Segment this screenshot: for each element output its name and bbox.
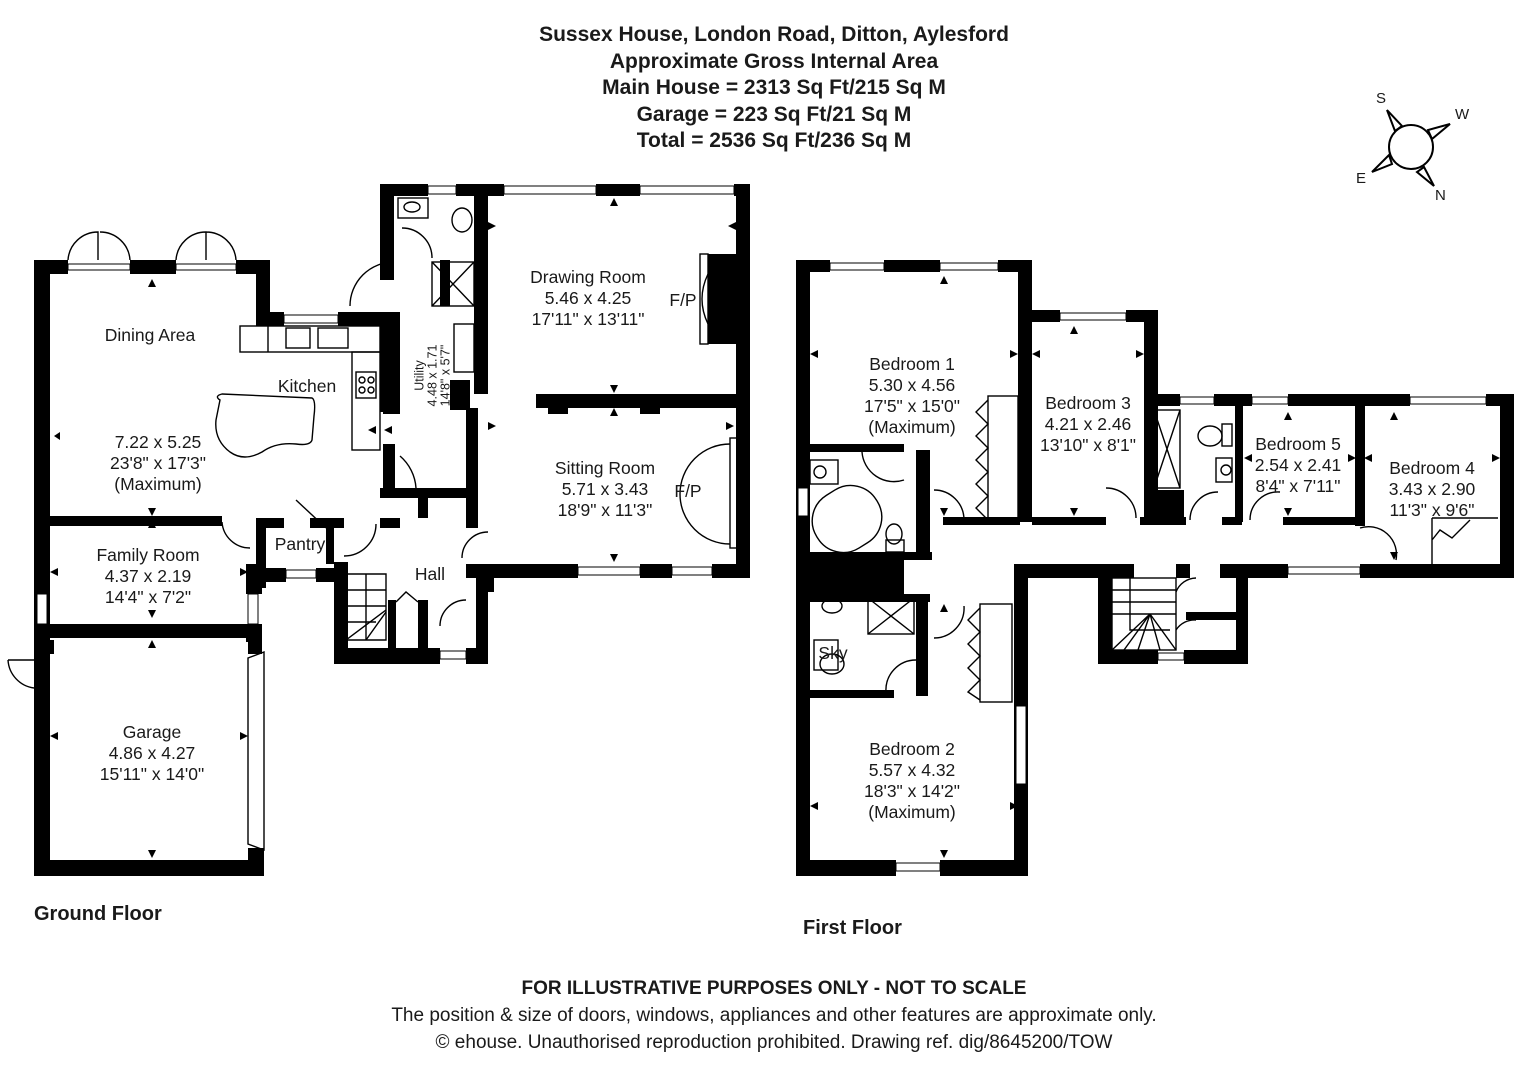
- room-imperial: 14'8" x 5'7": [438, 344, 453, 407]
- room-kitchen-dims: 7.22 x 5.25 23'8" x 17'3" (Maximum): [110, 432, 206, 495]
- copyright-note: © ehouse. Unauthorised reproduction proh…: [435, 1032, 1113, 1053]
- room-metric: 5.57 x 4.32: [868, 760, 956, 780]
- room-name: Bedroom 3: [1045, 393, 1131, 413]
- room-pantry: Pantry: [274, 534, 326, 554]
- room-name: Sitting Room: [554, 458, 656, 478]
- sitting-fireplace-label: F/P: [674, 481, 702, 501]
- ground-floor-label: Ground Floor: [34, 903, 162, 925]
- room-family-room: Family Room 4.37 x 2.19 14'4" x 7'2": [96, 545, 199, 608]
- compass-e-label: E: [1356, 170, 1367, 187]
- compass-s-label: S: [1376, 90, 1387, 107]
- room-imperial: 17'11" x 13'11": [531, 309, 645, 329]
- room-sitting-room: Sitting Room 5.71 x 3.43 18'9" x 11'3": [555, 458, 655, 521]
- room-bedroom-4: Bedroom 4 3.43 x 2.90 11'3" x 9'6": [1389, 458, 1476, 521]
- room-name: Bedroom 4: [1389, 458, 1475, 478]
- room-metric: 7.22 x 5.25: [114, 432, 202, 452]
- room-name: Bedroom 2: [869, 739, 955, 759]
- room-note: (Maximum): [868, 417, 956, 437]
- room-bedroom-1: Bedroom 1 5.30 x 4.56 17'5" x 15'0" (Max…: [864, 354, 960, 438]
- room-imperial: 17'5" x 15'0": [864, 396, 960, 416]
- room-imperial: 13'10" x 8'1": [1040, 435, 1136, 455]
- room-name: Family Room: [96, 545, 200, 565]
- room-bedroom-5: Bedroom 5 2.54 x 2.41 8'4" x 7'11": [1255, 434, 1342, 497]
- area-subtitle: Approximate Gross Internal Area: [609, 49, 939, 73]
- room-metric: 3.43 x 2.90: [1388, 479, 1476, 499]
- first-floor-label: First Floor: [803, 917, 902, 939]
- room-kitchen-name: Kitchen: [278, 376, 336, 397]
- room-note: (Maximum): [114, 474, 202, 494]
- room-imperial: 15'11" x 14'0": [99, 764, 205, 784]
- room-metric: 2.54 x 2.41: [1254, 455, 1342, 475]
- room-bedroom-3: Bedroom 3 4.21 x 2.46 13'10" x 8'1": [1040, 393, 1136, 456]
- room-metric: 5.71 x 3.43: [561, 479, 649, 499]
- room-imperial: 23'8" x 17'3": [110, 453, 206, 473]
- room-name: Dining Area: [104, 325, 196, 345]
- room-imperial: 18'3" x 14'2": [864, 781, 960, 801]
- room-metric: 4.37 x 2.19: [104, 566, 192, 586]
- compass-n-label: N: [1435, 187, 1446, 204]
- room-note: (Maximum): [868, 802, 956, 822]
- plan-header: Sussex House, London Road, Ditton, Ayles…: [0, 22, 1528, 155]
- approximate-note: The position & size of doors, windows, a…: [391, 1005, 1157, 1026]
- total-area: Total = 2536 Sq Ft/236 Sq M: [636, 129, 912, 152]
- room-metric: 4.21 x 2.46: [1044, 414, 1132, 434]
- room-sky: Sky: [818, 643, 848, 663]
- compass-w-label: W: [1455, 106, 1470, 123]
- room-garage: Garage 4.86 x 4.27 15'11" x 14'0": [100, 722, 204, 785]
- room-hall: Hall: [414, 564, 446, 584]
- drawing-fireplace-label: F/P: [669, 290, 697, 310]
- room-name: Bedroom 5: [1255, 434, 1341, 454]
- room-metric: 5.46 x 4.25: [544, 288, 632, 308]
- main-house-area: Main House = 2313 Sq Ft/215 Sq M: [602, 76, 946, 99]
- room-metric: 4.86 x 4.27: [108, 743, 196, 763]
- room-name: Drawing Room: [530, 267, 646, 287]
- room-drawing-room: Drawing Room 5.46 x 4.25 17'11" x 13'11": [530, 267, 646, 330]
- room-imperial: 11'3" x 9'6": [1389, 500, 1475, 520]
- room-imperial: 8'4" x 7'11": [1255, 476, 1341, 496]
- room-bedroom-2: Bedroom 2 5.57 x 4.32 18'3" x 14'2" (Max…: [864, 739, 960, 823]
- room-imperial: 18'9" x 11'3": [557, 500, 653, 520]
- room-dining-area: Dining Area: [105, 325, 195, 346]
- room-name: Bedroom 1: [869, 354, 955, 374]
- disclaimer: FOR ILLUSTRATIVE PURPOSES ONLY - NOT TO …: [521, 978, 1027, 999]
- room-name: Garage: [122, 722, 182, 742]
- garage-area: Garage = 223 Sq Ft/21 Sq M: [636, 102, 912, 126]
- compass-icon: [1371, 109, 1451, 187]
- room-utility: Utility 4.48 x 1.71 14'8" x 5'7": [413, 331, 453, 421]
- room-imperial: 14'4" x 7'2": [104, 587, 192, 607]
- room-name: Kitchen: [277, 376, 337, 396]
- address-title: Sussex House, London Road, Ditton, Ayles…: [539, 23, 1009, 46]
- room-metric: 5.30 x 4.56: [868, 375, 956, 395]
